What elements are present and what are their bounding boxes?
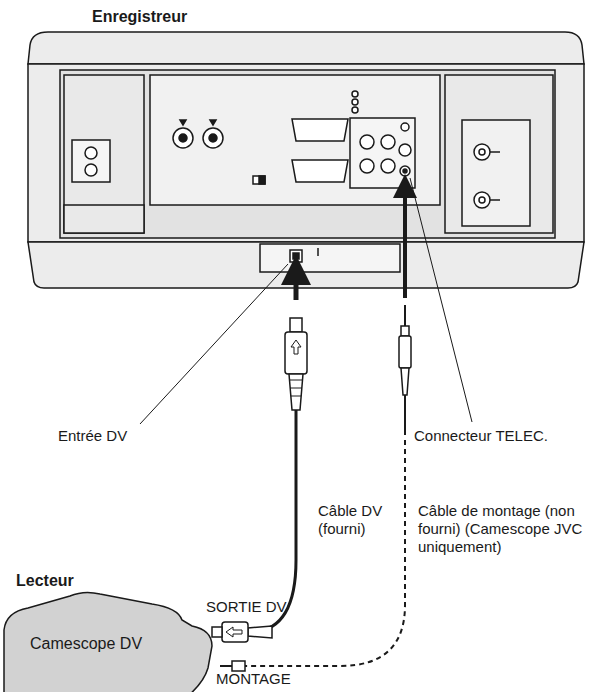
dv-cable bbox=[212, 318, 307, 642]
port-label: Connecteur TELEC. bbox=[414, 427, 548, 445]
device-title: Enregistreur bbox=[92, 8, 187, 26]
port-label: SORTIE DV bbox=[206, 598, 287, 616]
port-label: Entrée DV bbox=[58, 427, 127, 445]
cable-label: Câble de montage (non fourni) (Camescope… bbox=[418, 502, 588, 556]
camcorder-shape: Camescope DV bbox=[0, 590, 214, 692]
device-title: Lecteur bbox=[16, 572, 74, 590]
port-label: MONTAGE bbox=[216, 670, 291, 688]
cable-label: Câble DV (fourni) bbox=[318, 502, 408, 538]
edit-cable bbox=[220, 305, 411, 671]
device-name: Camescope DV bbox=[30, 634, 142, 653]
